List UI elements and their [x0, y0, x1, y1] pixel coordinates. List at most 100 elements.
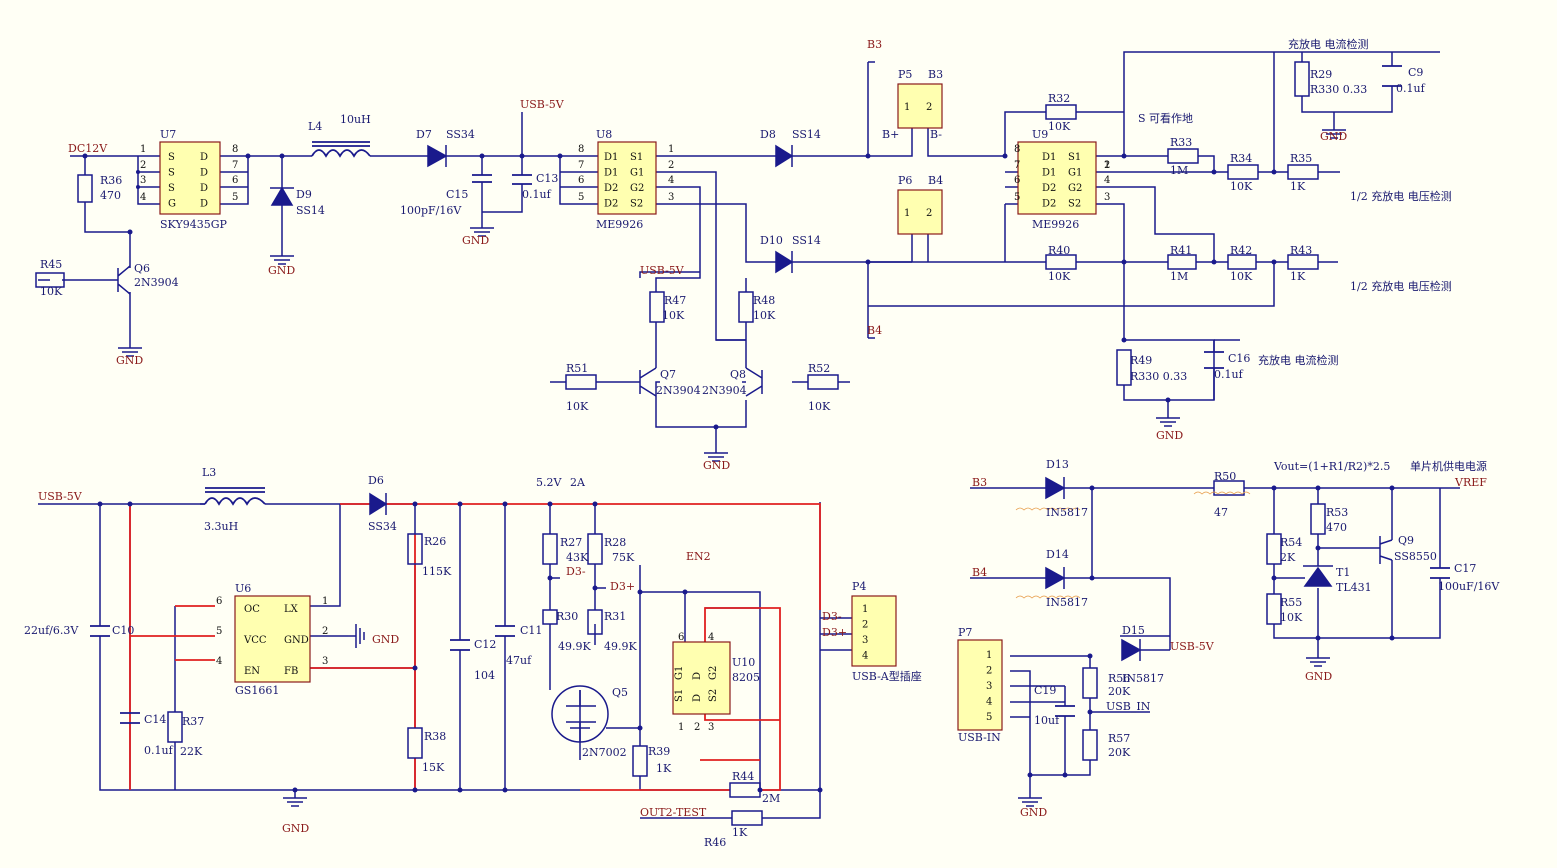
pin-name: LX: [284, 604, 299, 615]
net-label: GND: [372, 633, 399, 646]
component-ref: P4: [852, 580, 866, 593]
component-value: SKY9435GP: [160, 218, 228, 231]
component-ref: U7: [160, 128, 176, 141]
component-ref: R27: [560, 536, 582, 549]
net-label: DC12V: [68, 142, 108, 155]
component-ref: R54: [1280, 536, 1302, 549]
component-ref: L3: [202, 466, 216, 479]
component-value: 49.9K: [558, 640, 591, 653]
net-label: B3: [867, 38, 882, 51]
pin-number: 6: [216, 596, 222, 607]
component-ref: C14: [144, 713, 166, 726]
pin-label: B+: [882, 128, 899, 141]
component-ref: R35: [1290, 152, 1312, 165]
pin-number: 4: [140, 192, 146, 203]
pin-name: G2: [708, 666, 719, 680]
component-ref: R55: [1280, 596, 1302, 609]
net-label: B4: [972, 566, 987, 579]
component-ref: P6: [898, 174, 912, 187]
net-label: D3+: [610, 580, 635, 593]
u7-body: [159, 141, 221, 215]
annotation: 5.2V: [536, 476, 562, 489]
component-ref: R57: [1108, 732, 1130, 745]
pin-number: 2: [140, 160, 146, 171]
net-label: USB-5V: [38, 490, 83, 503]
net-label: OUT2-TEST: [640, 806, 707, 819]
component-ref: Q6: [134, 262, 150, 275]
pin-number: 2: [926, 102, 932, 113]
component-value: 1K: [1290, 180, 1306, 193]
pin-name: D1: [1042, 152, 1056, 163]
component-value: ME9926: [1032, 218, 1079, 231]
pin-name: D1: [604, 152, 618, 163]
diodes: [270, 144, 1333, 662]
junctions: [82, 153, 1395, 793]
component-value: 75K: [612, 551, 635, 564]
wire-group-red: [129, 503, 821, 791]
component-ref: R26: [424, 535, 446, 548]
component-ref: R56: [1108, 672, 1130, 685]
pin-number: 3: [668, 192, 674, 203]
component-value: 10uH: [340, 113, 371, 126]
component-ref: R33: [1170, 136, 1192, 149]
pin-number: 4: [986, 697, 992, 708]
pin-number: 3: [1104, 192, 1110, 203]
net-label: GND: [282, 822, 309, 835]
component-value: GS1661: [235, 684, 279, 697]
component-ref: R39: [648, 745, 670, 758]
pin-number: 1: [1104, 160, 1110, 171]
annotation: S 可看作地: [1138, 111, 1193, 125]
component-value: 1M: [1170, 270, 1188, 283]
component-value: 10K: [753, 309, 776, 322]
component-value: SS34: [368, 520, 397, 533]
u8-body: [597, 141, 657, 215]
component-ref: T1: [1336, 566, 1350, 579]
component-value: 2N3904: [702, 384, 747, 397]
component-value: 10K: [1230, 180, 1253, 193]
component-ref: Q8: [730, 368, 746, 381]
component-value: 49.9K: [604, 640, 637, 653]
component-ref: D6: [368, 474, 384, 487]
component-ref: C11: [520, 624, 542, 637]
annotation: 1/2 充放电 电压检测: [1350, 279, 1452, 293]
component-value: 43K: [566, 551, 589, 564]
component-ref: R28: [604, 536, 626, 549]
pin-number: 8: [1014, 144, 1020, 155]
pin-name: D: [200, 183, 208, 194]
pin-name: D: [692, 672, 703, 680]
component-ref: U8: [596, 128, 612, 141]
component-ref: C19: [1034, 684, 1056, 697]
component-value: 10K: [808, 400, 831, 413]
annotation: 充放电 电流检测: [1258, 353, 1339, 367]
pin-name: OC: [244, 604, 260, 615]
u6-body: [234, 595, 311, 683]
component-ref: D14: [1046, 548, 1069, 561]
pin-name: G1: [674, 666, 685, 680]
pin-number: 3: [862, 635, 868, 646]
u9-body: [1017, 141, 1097, 215]
resistors: [35, 61, 1326, 826]
component-ref: R47: [664, 294, 686, 307]
pin-number: 1: [322, 596, 328, 607]
component-value: 1K: [1290, 270, 1306, 283]
pin-number: 4: [668, 175, 674, 186]
component-ref: U9: [1032, 128, 1048, 141]
component-value: 0.1uf: [144, 744, 174, 757]
net-label: USB-5V: [640, 264, 685, 277]
p6-body: [897, 189, 943, 235]
component-value: 3.3uH: [204, 520, 238, 533]
component-ref: C16: [1228, 352, 1250, 365]
net-label: EN2: [686, 550, 711, 563]
component-value: IN5817: [1046, 596, 1088, 609]
pin-number: 4: [1104, 175, 1110, 186]
pin-name: S: [168, 152, 175, 163]
component-value: 0.1uf: [1396, 82, 1426, 95]
pin-name: D2: [1042, 183, 1056, 194]
pin-label: B-: [930, 128, 942, 141]
component-value: IN5817: [1046, 506, 1088, 519]
pin-name: G: [168, 199, 176, 210]
component-ref: C13: [536, 172, 558, 185]
inductors: [204, 141, 371, 506]
component-value: 10K: [566, 400, 589, 413]
